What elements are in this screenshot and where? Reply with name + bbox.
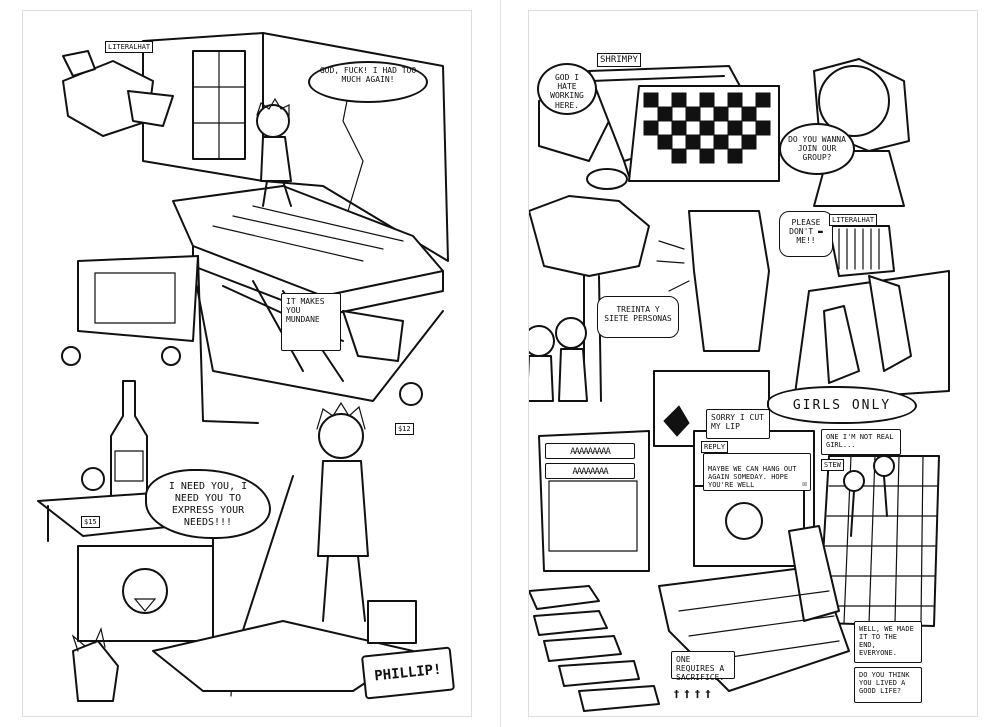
left-zine-page: LITERALHAT GOD, FUCK! I HAD TOO MUCH AGA… xyxy=(22,10,472,717)
speech-bubble-join: DO YOU WANNA JOIN OUR GROUP? xyxy=(779,123,855,175)
bottle xyxy=(111,381,147,511)
parrot xyxy=(869,276,911,371)
tv-knob xyxy=(162,347,180,365)
blood-splatter xyxy=(664,406,689,436)
caption-sacrifice: ONE REQUIRES A SACRIFICE. xyxy=(671,651,735,682)
right-page-drawing xyxy=(529,11,978,717)
girl-panel xyxy=(694,486,804,566)
shrimpy-sign: SHRIMPY xyxy=(597,53,641,67)
stepping-stone xyxy=(559,661,639,686)
price-tag: $12 xyxy=(395,423,414,435)
crosses: † † † † xyxy=(674,689,712,700)
tear-lines xyxy=(657,241,689,291)
kid-body xyxy=(529,356,553,401)
page-gutter xyxy=(500,0,501,727)
girls-only-sign: GIRLS ONLY xyxy=(767,386,917,424)
crying-mouth xyxy=(135,599,155,611)
shout-sfx-phillip: PHILLIP! xyxy=(360,646,456,700)
mattress-pattern xyxy=(213,206,403,261)
standing-character-legs xyxy=(323,556,365,621)
floor-grid xyxy=(821,456,937,623)
apple xyxy=(82,468,104,490)
stepping-stone xyxy=(529,586,599,609)
vending-sign-bottom: AAAAAAAA xyxy=(545,463,635,479)
standing-character-hair xyxy=(317,403,365,429)
tile-girl-head xyxy=(874,456,894,476)
send-icon[interactable]: ☒ xyxy=(802,478,807,488)
girl-panel-face xyxy=(726,503,762,539)
character-body xyxy=(261,137,291,181)
speech-bubble-too-much: GOD, FUCK! I HAD TOO MUCH AGAIN! xyxy=(308,61,428,103)
standing-character-body xyxy=(318,461,368,556)
message-hang-out: MAYBE WE CAN HANG OUT AGAIN SOMEDAY. HOP… xyxy=(703,453,811,491)
rubble-chunk xyxy=(63,51,95,76)
kid-body xyxy=(559,349,587,401)
character-legs xyxy=(263,181,291,206)
room-wall xyxy=(143,33,448,261)
crying-face xyxy=(123,569,167,613)
tv-knob xyxy=(62,347,80,365)
blinds xyxy=(839,229,879,269)
reply-label: REPLY xyxy=(701,441,729,453)
speech-box-made-it: WELL, WE MADE IT TO THE END, EVERYONE. xyxy=(854,621,922,663)
right-zine-page: GOD I HATE WORKING HERE. SHRIMPY DO YOU … xyxy=(528,10,978,717)
bottle-label xyxy=(115,451,143,481)
rubble-chunk xyxy=(128,91,173,126)
standing-character-head xyxy=(319,414,363,458)
stepping-stone xyxy=(534,611,607,635)
artist-tag: LITERALHAT xyxy=(105,41,154,53)
vending-window xyxy=(549,481,637,551)
small-frame xyxy=(368,601,416,643)
tile-girl-bodies xyxy=(851,476,887,536)
speech-bubble-dont: PLEASE DON'T ▬ ME!! xyxy=(779,211,833,257)
apple xyxy=(400,383,422,405)
dog-ears xyxy=(73,629,105,651)
speech-box-girl: ONE I'M NOT REAL GIRL... xyxy=(821,429,901,455)
window-panes xyxy=(193,51,245,159)
temple-tower xyxy=(789,526,839,621)
price-tag: $15 xyxy=(81,516,100,528)
fish xyxy=(343,311,403,361)
message-hang-out-text: MAYBE WE CAN HANG OUT AGAIN SOMEDAY. HOP… xyxy=(708,465,797,490)
stew-sign: STEW xyxy=(821,459,844,471)
dog xyxy=(73,641,118,701)
tree-canopy xyxy=(529,196,649,276)
character-hair xyxy=(257,99,289,119)
shout-bubble-needs: I NEED YOU, I NEED YOU TO EXPRESS YOUR N… xyxy=(145,469,271,539)
literalhat-sign: LITERALHAT xyxy=(829,214,878,226)
vending-sign-top: AAAAAAAAA xyxy=(545,443,635,459)
speech-box-good-life: DO YOU THINK YOU LIVED A GOOD LIFE? xyxy=(854,667,922,703)
stepping-stone xyxy=(544,636,621,661)
kid-head xyxy=(556,318,586,348)
tile-girl-head xyxy=(844,471,864,491)
hooded-girl-head xyxy=(819,66,889,136)
standing-dog xyxy=(824,306,859,383)
poster-wall xyxy=(829,226,894,276)
speech-box-mundane: IT MAKES YOU MUNDANE xyxy=(281,293,341,351)
character-head xyxy=(257,105,289,137)
stepping-stone xyxy=(579,686,659,711)
shrimp-plate xyxy=(587,169,627,189)
tv-screen xyxy=(95,273,175,323)
speech-bubble-treinta: TREINTA Y SIETE PERSONAS xyxy=(597,296,679,338)
speech-box-sorry: SORRY I CUT MY LIP xyxy=(706,409,770,439)
tv-set xyxy=(78,256,198,341)
crying-character xyxy=(689,211,769,351)
speech-bubble-working: GOD I HATE WORKING HERE. xyxy=(537,63,597,115)
kid-head xyxy=(529,326,554,356)
tv-leg xyxy=(198,256,258,423)
left-page-drawing xyxy=(23,11,472,717)
framed-panel xyxy=(78,546,213,641)
